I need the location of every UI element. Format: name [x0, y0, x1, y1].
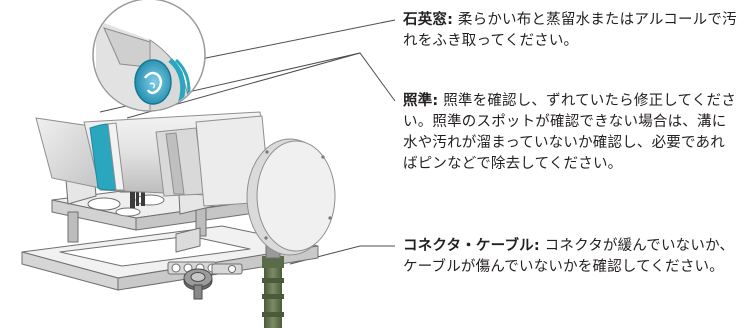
- text-alignment: 照準を確認し、ずれていたら修正してください。照準のスポットが確認できない場合は、…: [403, 93, 736, 172]
- leader-line-window: [195, 19, 396, 61]
- text-quartz-window: 柔らかい布と蒸留水またはアルコールで汚れをふき取ってください。: [403, 12, 737, 49]
- adjustment-knob: [183, 268, 213, 300]
- quartz-window-zoom-bubble: [92, 0, 206, 112]
- note-alignment: 照準: 照準を確認し、ずれていたら修正してください。照準のスポットが確認できない…: [403, 91, 739, 175]
- sensor-cable: [262, 243, 284, 328]
- note-quartz-window: 石英窓: 柔らかい布と蒸留水またはアルコールで汚れをふき取ってください。: [403, 10, 739, 52]
- term-alignment: 照準:: [403, 93, 439, 109]
- term-connector-cable: コネクタ・ケーブル:: [403, 238, 540, 254]
- bracket-screw-icon: [130, 190, 145, 208]
- text-connector-cable: コネクタが緩んでいないか、ケーブルが傷んでいないかを確認してください。: [403, 238, 735, 275]
- sensor-body: [35, 111, 273, 207]
- sensor-end-cap: [246, 138, 336, 256]
- term-quartz-window: 石英窓:: [403, 12, 454, 28]
- mounting-base: [21, 183, 319, 291]
- note-connector-cable: コネクタ・ケーブル: コネクタが緩んでいないか、ケーブルが傷んでいないかを確認し…: [403, 236, 739, 278]
